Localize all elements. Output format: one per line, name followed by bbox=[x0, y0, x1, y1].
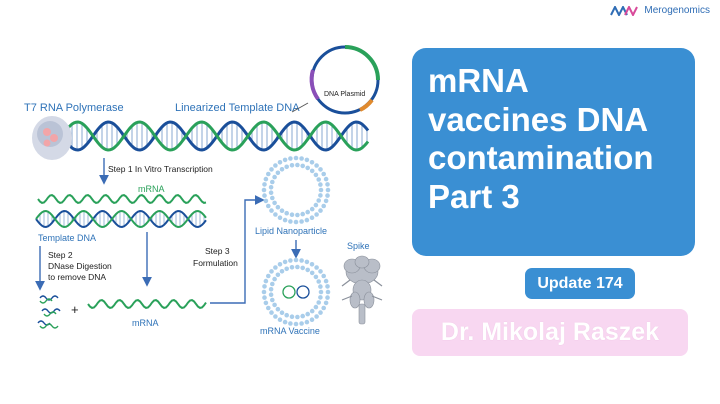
step2-label-3: to remove DNA bbox=[48, 272, 106, 282]
brand-name: Merogenomics bbox=[644, 5, 710, 16]
linearized-template-dna-helix bbox=[60, 120, 370, 152]
plasmid-label: DNA Plasmid bbox=[324, 91, 365, 98]
template-dna-helix bbox=[35, 209, 207, 229]
merogenomics-logo-icon bbox=[610, 5, 639, 16]
mrna-production-diagram: T7 RNA Polymerase Linearized Template DN… bbox=[24, 45, 383, 336]
mrna-vaccine-icon bbox=[261, 257, 331, 327]
spike-label: Spike bbox=[347, 241, 370, 251]
step3-label-2: Formulation bbox=[193, 258, 238, 268]
template-dna-small-label: Template DNA bbox=[38, 233, 96, 243]
title-line-1: mRNA bbox=[428, 62, 529, 99]
step1-label: Step 1 In Vitro Transcription bbox=[108, 164, 213, 174]
title-line-2: vaccines DNA bbox=[428, 100, 649, 138]
spike-protein-icon bbox=[341, 255, 383, 325]
template-dna-label: Linearized Template DNA bbox=[175, 102, 300, 114]
t7-polymerase-icon bbox=[32, 116, 72, 160]
step3-label-1: Step 3 bbox=[205, 246, 230, 256]
plus-sign: + bbox=[71, 302, 79, 317]
lipid-nanoparticle-icon bbox=[261, 155, 331, 225]
vaccine-label: mRNA Vaccine bbox=[260, 326, 320, 336]
dna-fragments-icon bbox=[37, 295, 61, 329]
brand-logo: Merogenomics bbox=[610, 5, 710, 16]
update-badge: Update 174 bbox=[525, 268, 635, 299]
dna-plasmid-icon bbox=[309, 45, 380, 115]
step3-arrow bbox=[210, 195, 265, 304]
polymerase-label: T7 RNA Polymerase bbox=[24, 102, 124, 114]
mrna-label-bottom: mRNA bbox=[132, 318, 159, 328]
plasmid-pointer bbox=[291, 102, 309, 113]
title-box: mRNA vaccines DNA contamination Part 3 bbox=[412, 48, 695, 256]
lnp-label: Lipid Nanoparticle bbox=[255, 226, 327, 236]
mrna-strand-bottom bbox=[87, 299, 207, 309]
title-line-3: contamination bbox=[428, 139, 654, 177]
mrna-label-top: mRNA bbox=[138, 184, 165, 194]
step2-label-2: DNase Digestion bbox=[48, 261, 112, 271]
author-name: Dr. Mikolaj Raszek bbox=[412, 309, 688, 356]
step2-label-1: Step 2 bbox=[48, 250, 73, 260]
mrna-strand-top bbox=[37, 194, 207, 204]
title-line-4: Part 3 bbox=[428, 177, 520, 215]
